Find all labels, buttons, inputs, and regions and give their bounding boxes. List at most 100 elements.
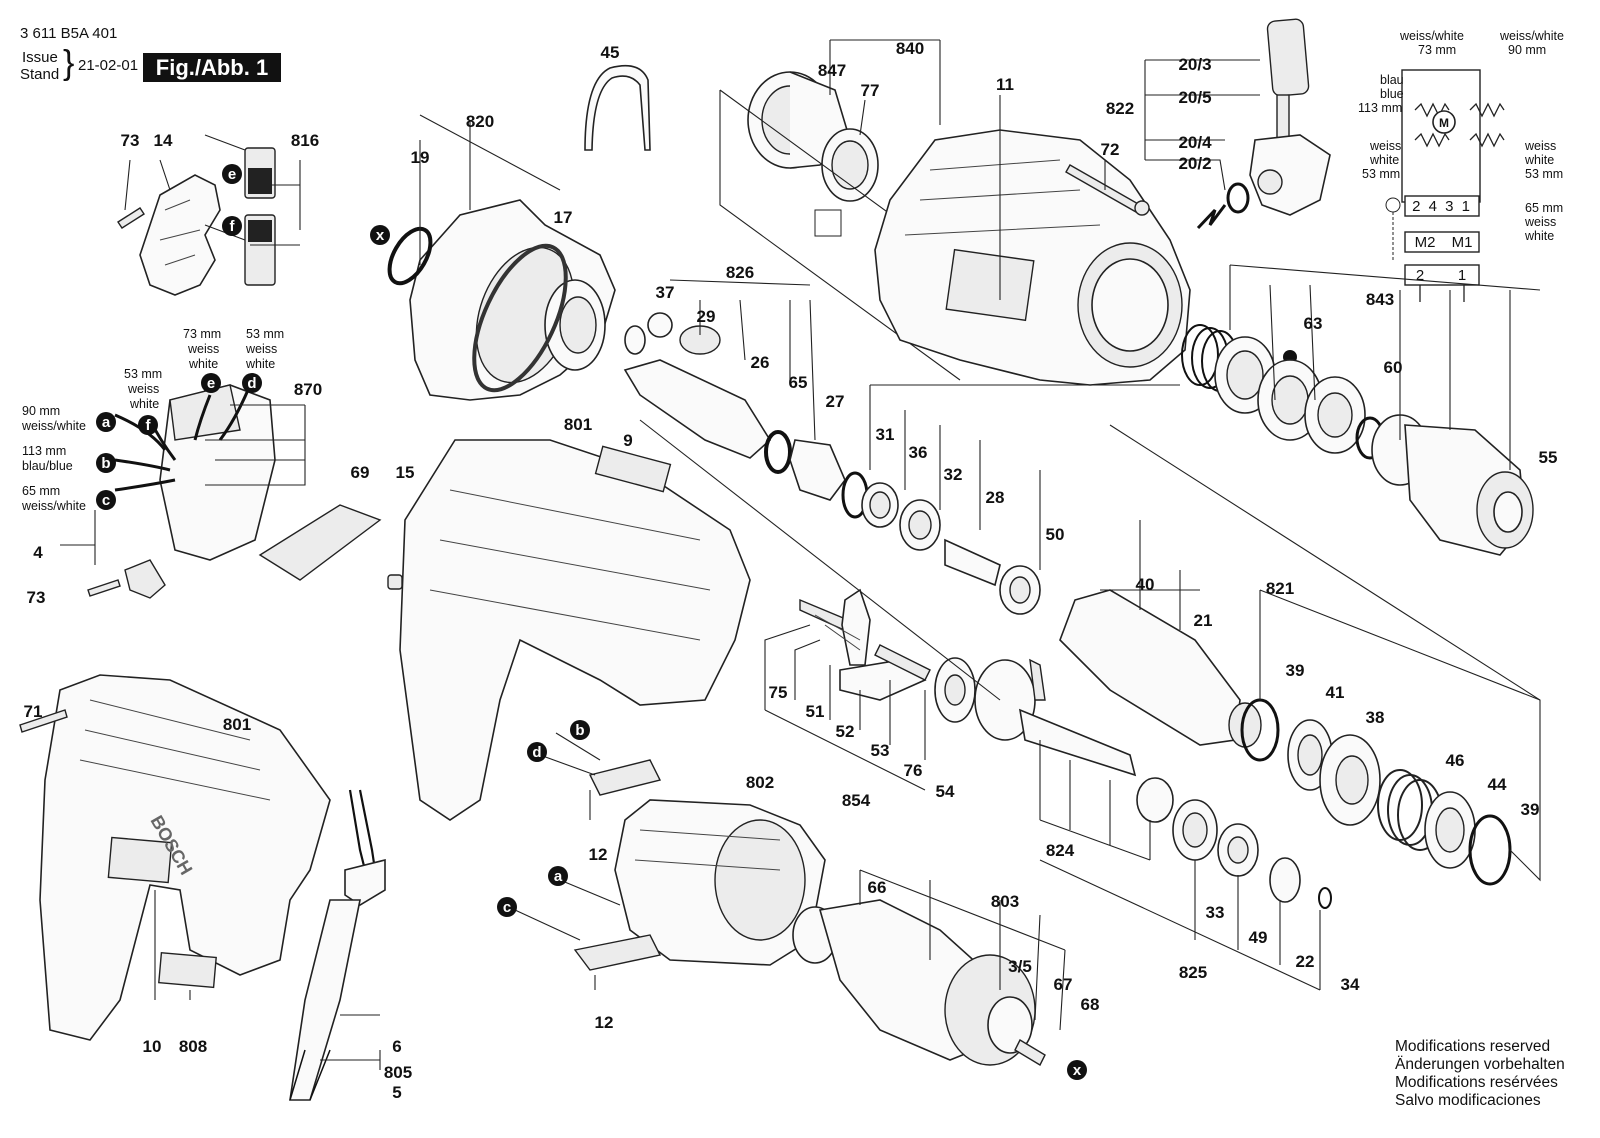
label-63: 63: [1304, 314, 1323, 333]
mod-line-fr: Modifications resérvées: [1395, 1074, 1558, 1091]
part-labels: 45 840 847 77 11 20/3 20/5 822 20/4 20/2…: [24, 39, 1558, 1102]
field-802: [614, 799, 826, 966]
label-76: 76: [904, 761, 923, 780]
armature-803: [792, 899, 1046, 1066]
sch-top-left-mm: 73 mm: [1418, 43, 1456, 57]
note-113mm: 113 mm: [22, 444, 66, 458]
label-52: 52: [836, 722, 855, 741]
letter-b-switch: b: [101, 455, 110, 472]
label-19: 19: [411, 148, 430, 167]
label-12-top: 12: [589, 845, 608, 864]
label-54: 54: [936, 782, 955, 801]
brace: }: [63, 44, 75, 82]
sch-right-mm: 53 mm: [1525, 167, 1563, 181]
striker-26: [623, 312, 772, 459]
sch-right-weiss: weiss: [1524, 139, 1556, 153]
label-34: 34: [1341, 975, 1360, 994]
switch-822: [1196, 18, 1331, 230]
label-45: 45: [601, 43, 620, 62]
label-12-bottom: 12: [595, 1013, 614, 1032]
sch-m2: M2: [1415, 234, 1436, 251]
pin-15: [387, 574, 403, 590]
label-77: 77: [861, 81, 880, 100]
label-822: 822: [1106, 99, 1134, 118]
note-blau-blue: blau/blue: [22, 459, 73, 473]
screw-71: [19, 709, 68, 733]
label-9: 9: [623, 431, 632, 450]
label-69: 69: [351, 463, 370, 482]
note-53mm-2: 53 mm: [124, 367, 162, 381]
nameplate-808: [158, 951, 217, 989]
issue-label: Issue: [22, 49, 58, 66]
bearing-49: [1217, 823, 1259, 877]
letter-x-armature: x: [1073, 1062, 1082, 1079]
sch-terminals: 2 4 3 1: [1412, 198, 1472, 215]
note-weiss-white-65: weiss/white: [21, 499, 86, 513]
label-20-4: 20/4: [1178, 133, 1212, 152]
label-20-2: 20/2: [1178, 154, 1211, 173]
note-65mm: 65 mm: [22, 484, 60, 498]
sleeve-847: [747, 71, 851, 169]
sch-motor-symbol: M: [1439, 116, 1449, 130]
mod-line-es: Salvo modificaciones: [1395, 1092, 1541, 1109]
label-803: 803: [991, 892, 1019, 911]
housing-11: [874, 129, 1191, 386]
switch-870: [114, 384, 276, 561]
screw-72: [1065, 164, 1150, 216]
drawing-number: 3 611 B5A 401: [20, 25, 118, 42]
screw-73-top: [117, 207, 145, 229]
label-840: 840: [896, 39, 924, 58]
sch-right-white: white: [1524, 153, 1554, 167]
label-32: 32: [944, 465, 963, 484]
sch-left-white: white: [1369, 153, 1399, 167]
sch-blue-mm: 113 mm: [1358, 101, 1402, 115]
label-826: 826: [726, 263, 754, 282]
label-50: 50: [1046, 525, 1065, 544]
ring-39-right: [1468, 814, 1512, 886]
wire-notes: 73 mm weiss white 53 mm weiss white 53 m…: [21, 327, 284, 513]
label-11: 11: [996, 75, 1014, 94]
label-825: 825: [1179, 963, 1207, 982]
sch-blau: blau: [1380, 73, 1404, 87]
sch-bottom-mm: 65 mm: [1525, 201, 1563, 215]
note-weiss-2: weiss: [245, 342, 277, 356]
label-46: 46: [1446, 751, 1465, 770]
warning-symbol: [814, 209, 842, 237]
letter-c-field: c: [503, 899, 511, 916]
label-5: 5: [392, 1083, 401, 1102]
label-17: 17: [554, 208, 573, 227]
strain-relief-4: [124, 559, 166, 599]
label-55: 55: [1539, 448, 1558, 467]
issue-date: 21-02-01: [78, 57, 139, 74]
sch-bottom-weiss: weiss: [1524, 215, 1556, 229]
note-73mm: 73 mm: [183, 327, 221, 341]
label-29: 29: [697, 307, 716, 326]
note-white-3: white: [129, 397, 159, 411]
letter-f-top: f: [230, 218, 236, 235]
label-808: 808: [179, 1037, 207, 1056]
leader-lines: [60, 39, 1541, 1070]
letter-a-field: a: [554, 868, 563, 885]
bearing-flange-820: [409, 199, 616, 401]
terminal-12-bottom: [514, 879, 662, 971]
sch-m1: M1: [1452, 234, 1473, 251]
label-39-b: 39: [1521, 800, 1540, 819]
striker-28: [944, 538, 1001, 587]
brush-f: [204, 214, 276, 286]
circlip-34: [1318, 887, 1332, 909]
label-39-a: 39: [1286, 661, 1305, 680]
label-820: 820: [466, 112, 494, 131]
label-854: 854: [842, 791, 871, 810]
letter-b-field: b: [575, 722, 584, 739]
label-40: 40: [1136, 575, 1155, 594]
wiring-schematic: [1385, 69, 1505, 302]
sch-t1: 1: [1458, 267, 1466, 284]
letter-c-switch: c: [102, 492, 110, 509]
label-6: 6: [392, 1037, 401, 1056]
label-66: 66: [868, 878, 887, 897]
label-14: 14: [154, 131, 173, 150]
sch-t2: 2: [1416, 267, 1424, 284]
sleeve-32: [899, 499, 941, 551]
washer-44: [1424, 791, 1476, 869]
letter-x-top: x: [376, 227, 385, 244]
